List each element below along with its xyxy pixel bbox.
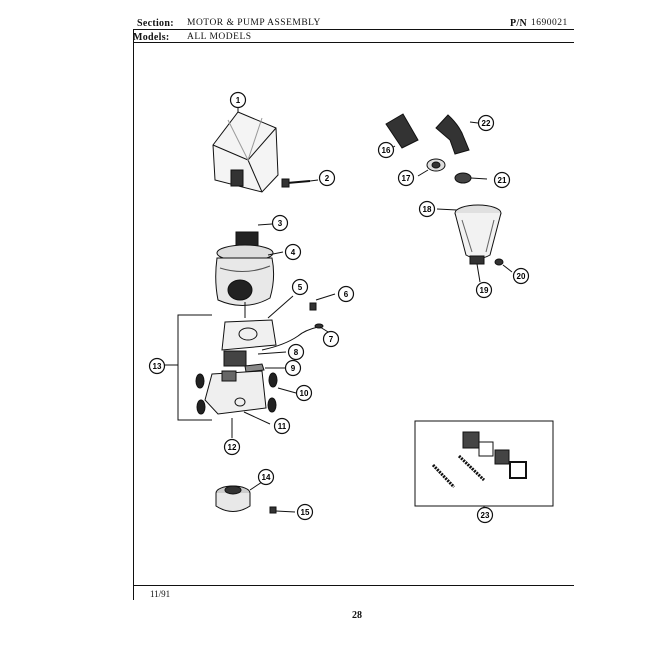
small-screw-part <box>309 293 336 311</box>
callout-number: 8 <box>294 348 299 357</box>
pump-housing-part <box>215 481 296 514</box>
callout-17: 17 <box>397 169 415 187</box>
callout-circle <box>291 278 309 296</box>
callout-15: 15 <box>296 503 314 521</box>
callout-circle <box>322 330 340 348</box>
callout-19: 19 <box>475 281 493 299</box>
callout-number: 5 <box>298 283 303 292</box>
callout-circle <box>287 343 305 361</box>
header-rule <box>133 29 574 30</box>
hose-part <box>385 113 479 155</box>
callout-number: 17 <box>402 174 411 183</box>
callout-number: 3 <box>278 219 283 228</box>
callout-circle <box>296 503 314 521</box>
callout-circle <box>318 169 336 187</box>
section-label: Section: <box>137 18 174 29</box>
callout-6: 6 <box>337 285 355 303</box>
callout-21: 21 <box>493 171 511 189</box>
callout-9: 9 <box>284 359 302 377</box>
callout-5: 5 <box>291 278 309 296</box>
mounting-plate-part <box>221 295 294 351</box>
callout-number: 4 <box>291 248 296 257</box>
callout-13: 13 <box>148 357 166 375</box>
callout-number: 18 <box>423 205 432 214</box>
callout-20: 20 <box>512 267 530 285</box>
base-part <box>204 370 271 425</box>
callout-circle <box>148 357 166 375</box>
switch-part <box>223 350 287 367</box>
callout-circle <box>337 285 355 303</box>
revision-date: 11/91 <box>150 589 171 599</box>
callout-circle <box>377 141 395 159</box>
spring-part <box>244 363 286 373</box>
callout-circle <box>475 281 493 299</box>
callout-circle <box>397 169 415 187</box>
callout-circle <box>477 114 495 132</box>
callout-14: 14 <box>257 468 275 486</box>
callout-number: 12 <box>228 443 237 452</box>
callout-4: 4 <box>284 243 302 261</box>
callout-circle <box>273 417 291 435</box>
callout-number: 1 <box>236 96 241 105</box>
callout-number: 19 <box>480 286 489 295</box>
footer-rule <box>133 585 574 586</box>
callout-circle <box>257 468 275 486</box>
callout-number: 15 <box>301 508 310 517</box>
callout-circle <box>223 438 241 456</box>
callout-number: 14 <box>262 473 271 482</box>
callout-number: 2 <box>325 174 330 183</box>
callout-circle <box>493 171 511 189</box>
section-title: MOTOR & PUMP ASSEMBLY <box>187 18 321 28</box>
callout-circle <box>284 359 302 377</box>
assembly-bracket <box>164 314 212 421</box>
callout-number: 21 <box>498 176 507 185</box>
motor-cover-part <box>212 108 279 193</box>
callout-number: 22 <box>482 119 491 128</box>
callout-circle <box>229 91 247 109</box>
models-value: ALL MODELS <box>187 32 252 42</box>
callout-12: 12 <box>223 438 241 456</box>
callout-circle <box>295 384 313 402</box>
models-label: Models: <box>133 32 170 43</box>
callout-number: 20 <box>517 272 526 281</box>
rubber-feet-part <box>195 372 297 415</box>
callout-circle <box>271 214 289 232</box>
callout-number: 11 <box>278 422 287 431</box>
connector-part <box>454 172 488 184</box>
callout-18: 18 <box>418 200 436 218</box>
callout-2: 2 <box>318 169 336 187</box>
screw-part <box>281 178 319 188</box>
callout-circle <box>476 506 494 524</box>
motor-part <box>215 223 284 318</box>
callout-3: 3 <box>271 214 289 232</box>
callout-8: 8 <box>287 343 305 361</box>
callout-number: 9 <box>291 364 296 373</box>
callout-23: 23 <box>476 506 494 524</box>
left-frame-line <box>133 29 134 600</box>
pump-cup-part <box>436 204 513 283</box>
callout-number: 6 <box>344 290 349 299</box>
callout-number: 7 <box>329 335 334 344</box>
part-number-label: P/N <box>510 18 528 29</box>
callout-7: 7 <box>322 330 340 348</box>
callout-11: 11 <box>273 417 291 435</box>
callout-10: 10 <box>295 384 313 402</box>
callout-number: 13 <box>153 362 162 371</box>
callout-circle <box>418 200 436 218</box>
part-number: 1690021 <box>531 18 568 28</box>
callout-16: 16 <box>377 141 395 159</box>
callout-circle <box>512 267 530 285</box>
callout-number: 10 <box>300 389 309 398</box>
callout-number: 23 <box>481 511 490 520</box>
callout-22: 22 <box>477 114 495 132</box>
inset-kit-box <box>414 420 554 514</box>
clamp-part <box>417 158 446 177</box>
callout-number: 16 <box>382 146 391 155</box>
page-number: 28 <box>352 610 362 621</box>
callout-circle <box>284 243 302 261</box>
callout-1: 1 <box>229 91 247 109</box>
models-rule <box>133 42 574 43</box>
